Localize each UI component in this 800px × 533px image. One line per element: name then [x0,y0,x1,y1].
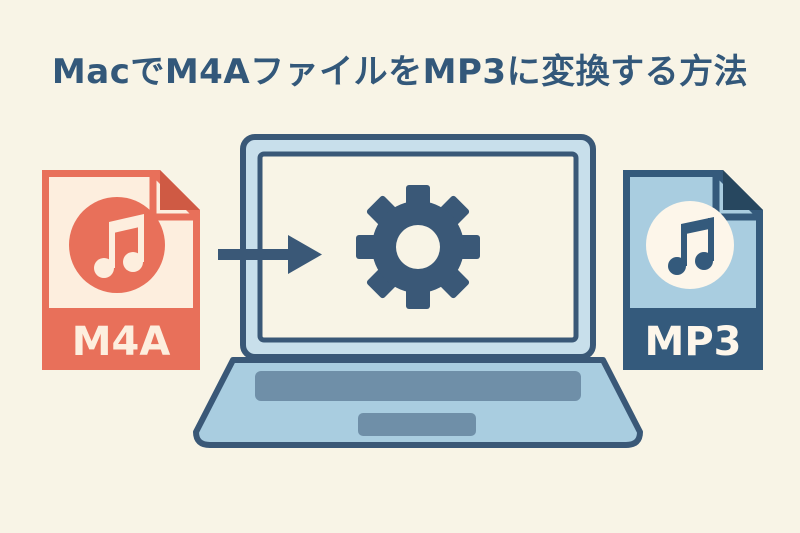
gear-icon [356,185,480,309]
mp3-label: MP3 [645,319,742,365]
m4a-label: M4A [72,319,171,365]
keyboard [255,371,581,401]
page-title: MacでM4AファイルをMP3に変換する方法 [51,52,749,92]
music-note-icon [668,217,714,275]
trackpad [358,413,476,436]
music-note-icon [94,214,144,278]
arrow-right-icon [218,235,322,274]
mp3-file-icon: MP3 [623,170,763,370]
m4a-file-icon: M4A [42,170,200,370]
